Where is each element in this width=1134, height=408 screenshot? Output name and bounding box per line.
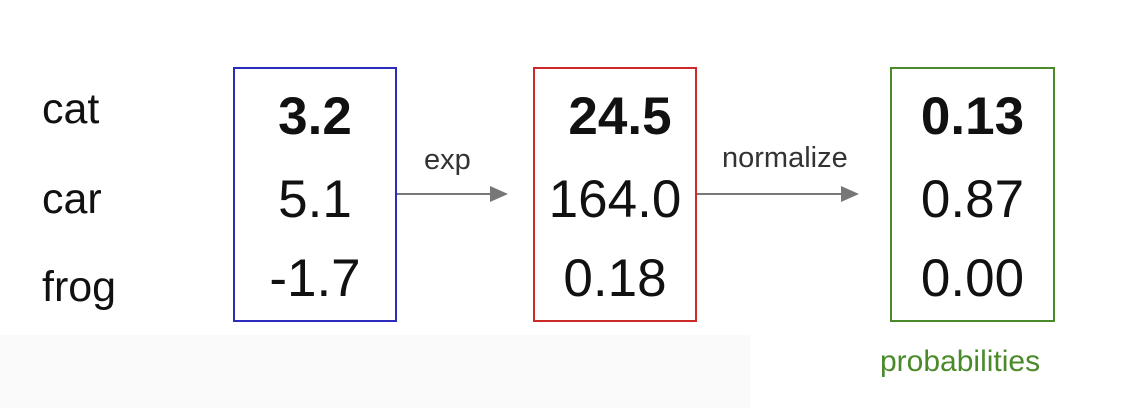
score-car: 5.1 bbox=[278, 170, 352, 229]
prob-car: 0.87 bbox=[920, 170, 1025, 229]
row-label-frog: frog bbox=[42, 263, 117, 311]
probabilities-box: 0.13 0.87 0.00 bbox=[890, 67, 1055, 322]
score-frog: -1.7 bbox=[269, 249, 361, 308]
exp-car: 164.0 bbox=[548, 170, 682, 229]
normalize-arrow-head-icon bbox=[841, 186, 859, 202]
normalize-operation-label: normalize bbox=[722, 142, 848, 174]
bottom-shade bbox=[0, 335, 750, 408]
row-label-cat: cat bbox=[42, 85, 100, 133]
exp-box: 24.5 164.0 0.18 bbox=[533, 67, 697, 322]
prob-frog: 0.00 bbox=[920, 249, 1025, 308]
exp-frog: 0.18 bbox=[563, 249, 667, 308]
row-label-car: car bbox=[42, 175, 102, 223]
score-cat: 3.2 bbox=[278, 87, 352, 146]
probabilities-caption: probabilities bbox=[880, 345, 1041, 378]
exp-cat: 24.5 bbox=[568, 87, 672, 146]
exp-operation-label: exp bbox=[424, 144, 471, 176]
scores-box: 3.2 5.1 -1.7 bbox=[233, 67, 397, 322]
prob-cat: 0.13 bbox=[920, 87, 1025, 146]
exp-arrow-head-icon bbox=[490, 186, 508, 202]
